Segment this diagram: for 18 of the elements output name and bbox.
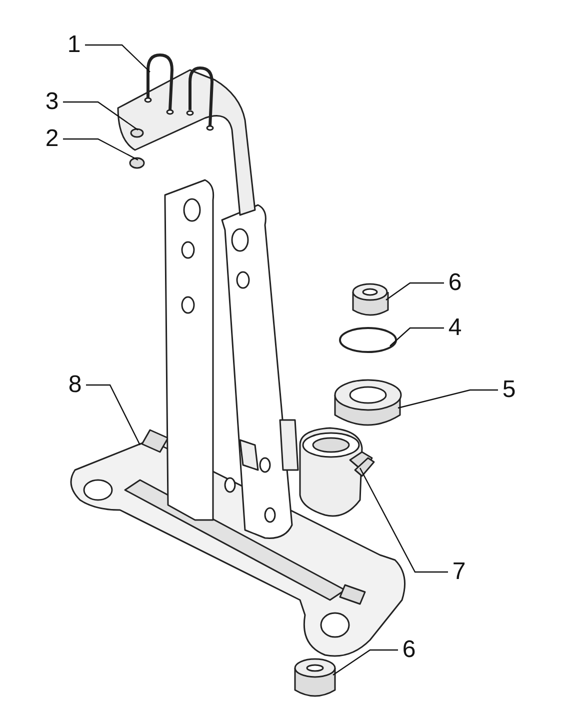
callout-number: 4 xyxy=(446,315,464,341)
callout-number: 8 xyxy=(66,372,84,398)
leader-line xyxy=(398,389,498,409)
leader-line xyxy=(85,44,150,72)
leader-line xyxy=(63,101,138,130)
leader-line xyxy=(390,327,444,346)
callout-number: 1 xyxy=(65,32,83,58)
leader-line xyxy=(86,384,141,446)
leader-line xyxy=(386,282,444,300)
leader-line xyxy=(63,138,138,161)
callout-number: 7 xyxy=(450,559,468,585)
callout-number: 6 xyxy=(446,270,464,296)
leader-line xyxy=(332,649,398,676)
leader-line xyxy=(359,468,448,573)
callout-number: 6 xyxy=(400,637,418,663)
callout-number: 5 xyxy=(500,377,518,403)
callout-number: 3 xyxy=(43,89,61,115)
callout-number: 2 xyxy=(43,126,61,152)
